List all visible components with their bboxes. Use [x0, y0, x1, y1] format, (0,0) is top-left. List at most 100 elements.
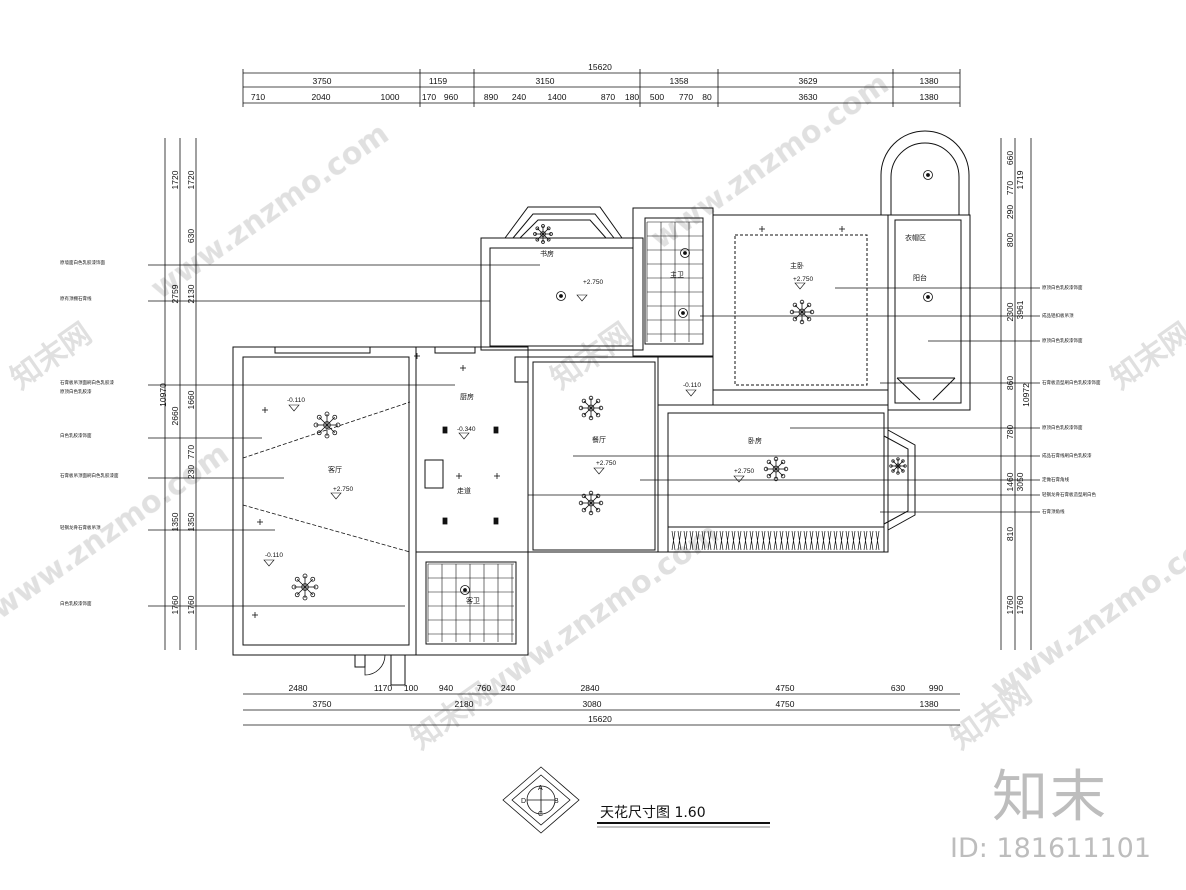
dim-bottom-subsegment: 990 [929, 683, 943, 693]
chandelier-icon [789, 299, 815, 325]
right-note: 原顶白色乳胶漆饰面 [1042, 284, 1083, 291]
dim-left-overall: 10970 [158, 383, 168, 407]
room-label-corridor: 走道 [457, 486, 471, 495]
dim-left-subsegment: 1720 [186, 170, 196, 189]
dim-left-segment: 1350 [170, 512, 180, 531]
top-dimensions [242, 69, 961, 107]
dim-top-subsegment: 710 [251, 92, 265, 102]
left-note: 白色乳胶漆饰面 [60, 600, 92, 607]
dim-bottom-subsegment: 240 [501, 683, 515, 693]
dim-left-subsegment: 230 [186, 465, 196, 479]
chandelier-icon [578, 490, 604, 516]
ceiling-point-icon [460, 365, 466, 371]
right-note: 石膏板造型刷白色乳胶漆饰面 [1042, 379, 1101, 386]
dim-top-segment: 3150 [536, 76, 555, 86]
ceiling-point-icon [839, 226, 845, 232]
room-label-dressing: 衣帽区 [905, 233, 926, 242]
left-note: 石膏板吊顶面刷白色乳胶漆 [60, 379, 114, 386]
level-living-lower: -0.110 [265, 552, 283, 559]
dim-top-subsegment: 170 [422, 92, 436, 102]
right-note: 石膏顶角线 [1042, 508, 1065, 515]
dim-bottom-subsegment: 940 [439, 683, 453, 693]
left-note: 原有顶棚石膏线 [60, 295, 92, 302]
room-label-balcony: 阳台 [913, 273, 927, 282]
dim-left-subsegment: 1760 [186, 595, 196, 614]
dim-right-subsegment: 2300 [1005, 302, 1015, 321]
left-note: 原顶白色乳胶漆 [60, 388, 92, 395]
compass-letter-b: B [554, 798, 559, 805]
ceiling-levels: +2.750 +2.750 -0.110 +2.750 -0.110 -0.34… [263, 276, 813, 567]
light-fixtures [252, 170, 933, 618]
ceiling-point-icon [456, 473, 462, 479]
downlight-icon [680, 248, 690, 258]
chandelier-icon [889, 457, 907, 475]
dim-right-segment: 1760 [1015, 595, 1025, 614]
room-label-master-bedroom: 主卧 [790, 261, 804, 270]
room-label-kitchen: 厨房 [460, 392, 474, 401]
right-note: 定做石膏角线 [1042, 476, 1069, 483]
room-labels: 书房 主卫 主卧 衣帽区 阳台 客厅 厨房 走道 餐厅 卧房 客卫 [328, 233, 927, 605]
room-label-master-toilet: 主卫 [670, 270, 684, 279]
compass-letter-d: D [521, 798, 526, 805]
level-bedroom: +2.750 [734, 468, 754, 475]
dim-right-subsegment: 290 [1005, 205, 1015, 219]
dim-left-subsegment: 630 [186, 229, 196, 243]
room-label-bedroom: 卧房 [748, 436, 762, 445]
dim-top-subsegment: 1000 [381, 92, 400, 102]
left-note: 石膏板吊顶面刷白色乳胶漆面 [60, 472, 119, 479]
watermark-text: www.znzmo.com [145, 116, 396, 306]
dim-bottom-subsegment: 2480 [289, 683, 308, 693]
dim-left-segment: 2759 [170, 284, 180, 303]
ceiling-point-icon [414, 353, 420, 359]
chandelier-icon [291, 573, 319, 601]
dim-top-subsegment: 1400 [548, 92, 567, 102]
dim-left-subsegment: 1350 [186, 512, 196, 531]
chandelier-icon [763, 456, 789, 482]
dim-top-overall: 15620 [588, 62, 612, 72]
dim-bottom-subsegment: 1170 [374, 683, 393, 693]
room-label-study: 书房 [540, 249, 554, 258]
dim-right-subsegment: 800 [1005, 233, 1015, 247]
watermark-text: www.znzmo.com [0, 436, 235, 626]
right-notes: 原顶白色乳胶漆饰面成品铝扣板吊顶原顶白色乳胶漆饰面石膏板造型刷白色乳胶漆饰面原顶… [1042, 284, 1101, 515]
dim-bottom-subsegment: 2840 [581, 683, 600, 693]
dim-top-subsegment: 1380 [920, 92, 939, 102]
room-label-dining: 餐厅 [592, 435, 606, 444]
dim-left-subsegment: 770 [186, 445, 196, 459]
compass-letter-c: C [538, 811, 543, 818]
dim-top-segment: 3750 [313, 76, 332, 86]
dim-bottom-segment: 4750 [776, 699, 795, 709]
dim-bottom-subsegment: 100 [404, 683, 418, 693]
dim-left-segment: 1720 [170, 170, 180, 189]
downlight-icon [556, 291, 566, 301]
chandelier-icon [313, 411, 341, 439]
downlight-icon [923, 292, 933, 302]
right-note: 成品铝扣板吊顶 [1042, 312, 1074, 319]
drawing-title: 天花尺寸图 1.60 [600, 805, 706, 821]
dim-left-subsegment: 2130 [186, 284, 196, 303]
right-note: 原顶白色乳胶漆饰面 [1042, 424, 1083, 431]
downlight-icon [923, 170, 933, 180]
dim-right-subsegment: 1460 [1005, 472, 1015, 491]
dim-top-segment: 1159 [429, 76, 448, 86]
curtain-pattern [671, 530, 880, 551]
dim-top-subsegment: 240 [512, 92, 526, 102]
dim-bottom-segment: 3750 [313, 699, 332, 709]
level-corridor-right: -0.110 [683, 382, 701, 389]
dim-right-subsegment: 1760 [1005, 595, 1015, 614]
living-ceiling-diagonals [242, 401, 411, 553]
ceiling-point-icon [262, 407, 268, 413]
leader-lines [148, 264, 1040, 607]
dim-top-subsegment: 870 [601, 92, 615, 102]
tile-grids [427, 221, 704, 642]
dim-top-subsegment: 2040 [312, 92, 331, 102]
left-note: 白色乳胶漆饰面 [60, 432, 92, 439]
ceiling-point-icon [494, 473, 500, 479]
dim-top-subsegment: 770 [679, 92, 693, 102]
chandelier-icon [533, 224, 553, 244]
level-kitchen: -0.340 [457, 426, 476, 433]
